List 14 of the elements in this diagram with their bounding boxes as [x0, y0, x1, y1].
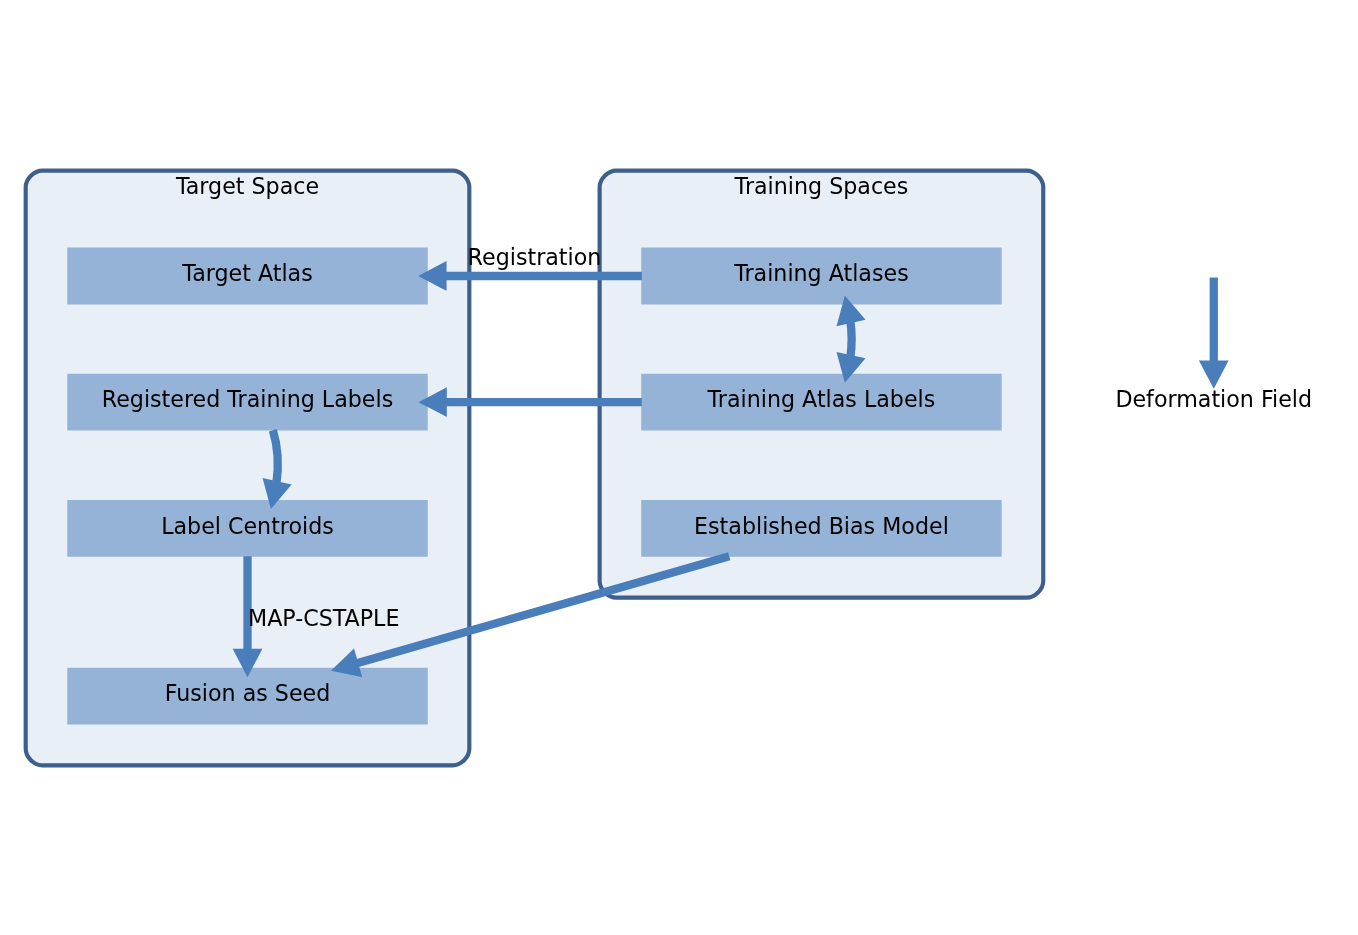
node-box: Training Atlas Labels [641, 373, 1002, 431]
node-box: Fusion as Seed [67, 667, 428, 724]
arrow [262, 428, 292, 509]
node-box: Established Bias Model [641, 499, 1002, 557]
arrow [1198, 276, 1229, 389]
arrow [418, 260, 642, 291]
arrow [232, 555, 263, 677]
arrow [418, 386, 642, 417]
node-box: Label Centroids [67, 499, 428, 557]
node-box: Training Atlases [641, 247, 1002, 304]
node-box: Registered Training Labels [67, 373, 428, 431]
node-box: Target Atlas [67, 247, 428, 304]
arrow [836, 294, 866, 383]
node-text: Deformation Field [1115, 385, 1313, 412]
